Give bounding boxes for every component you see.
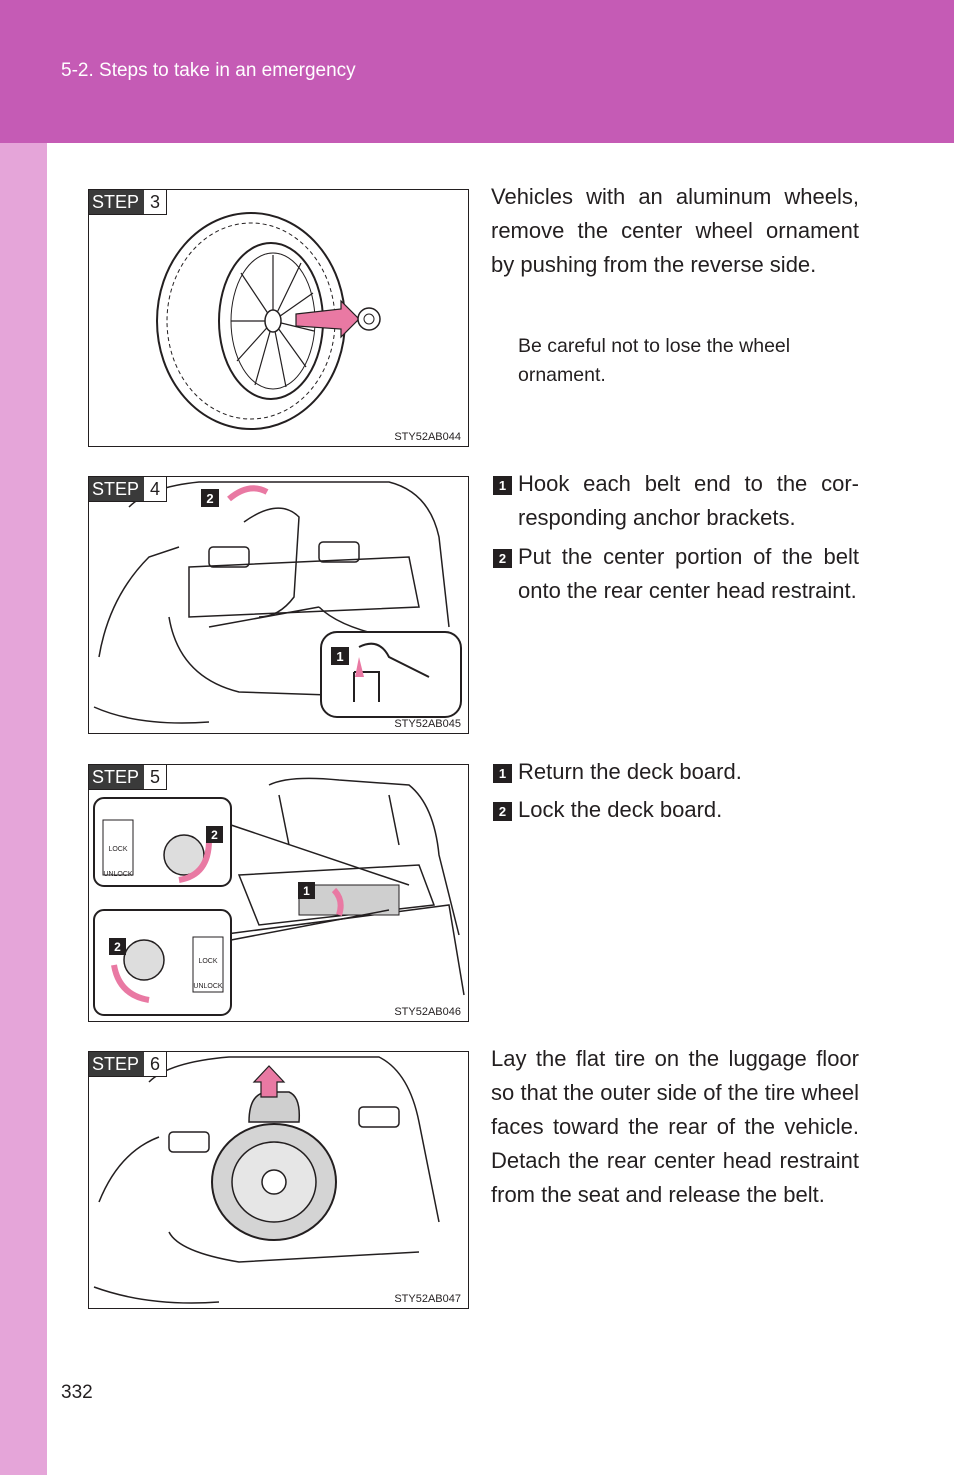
step-3-text: Vehicles with an aluminum wheels, remove… [491, 184, 859, 277]
belt-hook-illustration: 2 1 [93, 481, 462, 724]
callout-2: 2 [114, 940, 121, 954]
step-4-item-2: 2 Put the center portion of the belt ont… [493, 540, 859, 608]
step-label: STEP [89, 477, 145, 501]
callout-1: 1 [303, 884, 310, 898]
number-box: 1 [493, 764, 512, 783]
callout-2: 2 [206, 491, 213, 506]
number-box: 1 [493, 476, 512, 495]
figure-code: STY52AB045 [393, 718, 462, 730]
figure-code: STY52AB047 [393, 1293, 462, 1305]
side-tab-band [0, 143, 47, 1475]
item-text: Return the deck board. [518, 759, 742, 784]
step-label: STEP [89, 1052, 145, 1076]
step-6-figure: STEP 6 STY52AB047 [88, 1051, 469, 1309]
page-number: 332 [61, 1382, 93, 1403]
step-4-item-1: 1 Hook each belt end to the cor-respondi… [493, 467, 859, 535]
item-text: Lock the deck board. [518, 797, 723, 822]
step-label: STEP [89, 765, 145, 789]
callout-1: 1 [336, 649, 343, 664]
step-badge: STEP 3 [89, 190, 168, 215]
step-3-note: Be careful not to lose the wheel ornamen… [518, 335, 791, 386]
step-number: 4 [144, 477, 167, 501]
step-number: 6 [144, 1052, 167, 1076]
step-6-text: Lay the flat tire on the luggage floor s… [491, 1046, 859, 1207]
lock-label: LOCK [108, 846, 127, 853]
unlock-label: UNLOCK [103, 871, 133, 878]
unlock-label: UNLOCK [193, 983, 223, 990]
item-text: Hook each belt end to the cor-responding… [518, 471, 859, 530]
step-3-figure: STEP 3 STY52AB044 [88, 189, 469, 447]
figure-code: STY52AB046 [393, 1006, 462, 1018]
figure-code: STY52AB044 [393, 431, 462, 443]
step-5-item-2: 2 Lock the deck board. [493, 793, 859, 827]
item-text: Put the center portion of the belt onto … [518, 544, 859, 603]
lock-label: LOCK [198, 958, 217, 965]
header-band [0, 0, 954, 143]
wheel-illustration [156, 212, 381, 430]
step-label: STEP [89, 190, 145, 214]
number-box: 2 [493, 549, 512, 568]
step-4-figure: 2 1 STEP 4 STY52AB045 [88, 476, 469, 734]
step-number: 5 [144, 765, 167, 789]
step-number: 3 [144, 190, 167, 214]
step-badge: STEP 5 [89, 765, 168, 790]
step-badge: STEP 4 [89, 477, 168, 502]
flat-tire-illustration [93, 1056, 440, 1304]
deck-board-illustration: LOCK UNLOCK LOCK UNLOCK 2 1 2 [93, 777, 465, 1016]
callout-2: 2 [211, 828, 218, 842]
step-5-figure: LOCK UNLOCK LOCK UNLOCK 2 1 2 STEP 5 STY… [88, 764, 469, 1022]
section-title: 5-2. Steps to take in an emergency [61, 60, 356, 81]
number-box: 2 [493, 802, 512, 821]
step-badge: STEP 6 [89, 1052, 168, 1077]
step-5-item-1: 1 Return the deck board. [493, 755, 859, 789]
